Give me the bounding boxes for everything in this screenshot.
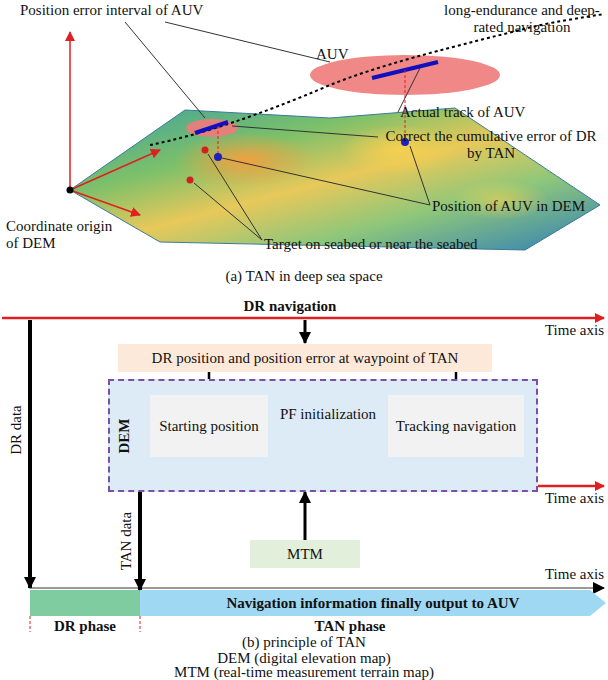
axis-title: DR navigation	[190, 298, 390, 315]
callout-text: Coordinate origin of DEM	[6, 218, 116, 252]
process-box: DR position and position error at waypoi…	[118, 344, 492, 372]
group-title: DEM	[116, 418, 133, 453]
callout-text: Correct the cumulative error of DR by TA…	[380, 128, 602, 162]
callout-text: Position error interval of AUV	[20, 2, 260, 19]
arrow-label: DR data	[8, 403, 25, 457]
subfigure-caption: (b) principle of TAN	[0, 634, 608, 651]
subfigure-caption: (a) TAN in deep sea space	[0, 268, 608, 285]
node-text: Navigation information finally output to…	[227, 595, 520, 612]
process-box: MTM	[250, 540, 360, 568]
node-text: DR position and position error at waypoi…	[152, 350, 459, 367]
process-box: Starting position	[150, 395, 268, 457]
phase-label: DR phase	[30, 618, 140, 635]
axis-label: Time axis	[520, 322, 604, 339]
node-text: Tracking navigation	[396, 418, 517, 435]
node-text: Starting position	[159, 418, 259, 435]
edge-label: TAN data	[118, 510, 135, 572]
connector-arrow	[138, 492, 142, 590]
callout-text: long-endurance and deep-rated navigation	[442, 2, 602, 36]
callout-text: AUV	[316, 46, 356, 63]
phase-label: TAN phase	[200, 618, 500, 635]
edge-label: PF initialization	[280, 406, 376, 423]
process-box: Tracking navigation	[388, 395, 524, 457]
group-box: DEM Starting position Tracking navigation	[108, 379, 538, 492]
callout-text: Position of AUV in DEM	[432, 198, 604, 215]
node-text: MTM	[287, 546, 323, 563]
arrow-body	[140, 590, 606, 616]
legend-note: MTM (real-time measurement terrain map)	[0, 664, 608, 680]
connector-arrow	[304, 492, 307, 540]
axis-label: Time axis	[520, 490, 604, 507]
axis-label: Time axis	[520, 566, 604, 583]
output-bar: Navigation information finally output to…	[140, 590, 606, 616]
callout-text: Target on seabed or near the seabed	[264, 236, 544, 253]
callout-text: Actual track of AUV	[400, 104, 600, 121]
